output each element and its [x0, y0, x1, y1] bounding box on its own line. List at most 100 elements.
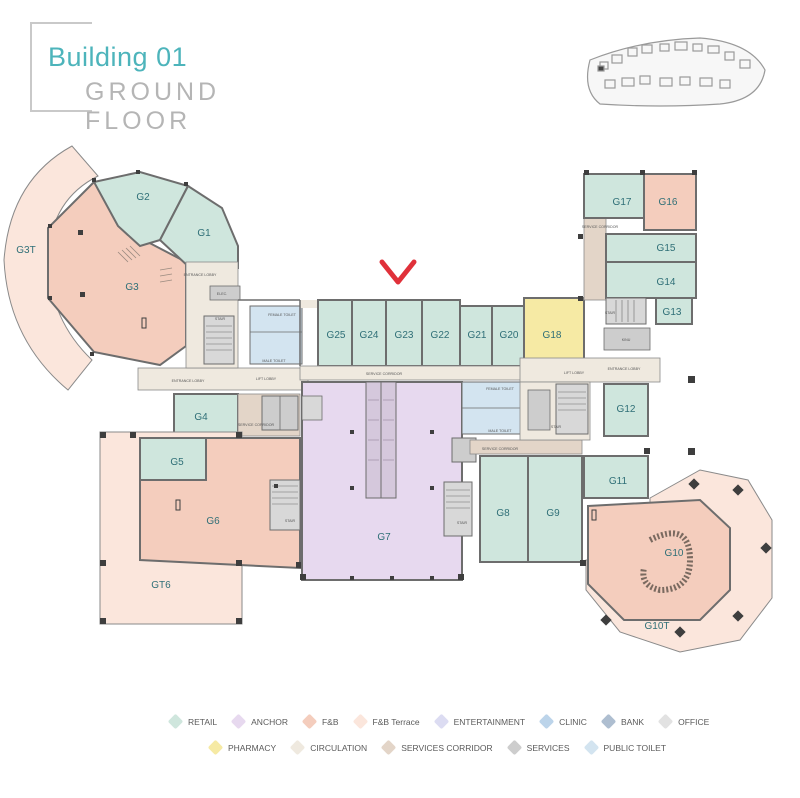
label-G23: G23 [395, 330, 414, 341]
label-G1: G1 [197, 228, 211, 239]
label-G2: G2 [136, 192, 150, 203]
label-G6: G6 [206, 516, 220, 527]
service-corridor-top-right [583, 209, 607, 301]
legend-swatch [352, 713, 368, 730]
entrance-lobby-left [137, 367, 309, 391]
label-G10: G10 [665, 548, 684, 559]
unit-G11 [583, 455, 649, 499]
site-key-plan-icon [587, 37, 766, 107]
legend-swatch [600, 713, 617, 730]
label-kinu: KINU [622, 338, 631, 342]
stair-right-core [555, 383, 589, 435]
legend-swatch [207, 739, 224, 756]
legend-item-services-corridor: SERVICES CORRIDOR [380, 739, 493, 756]
stair-g7 [443, 481, 473, 537]
unit-G16 [643, 173, 697, 231]
label-stair-5: STAIR [605, 311, 616, 315]
unit-G18 [523, 297, 585, 361]
legend-swatch [230, 713, 247, 730]
label-stair-2: STAIR [285, 519, 296, 523]
label-GT6: GT6 [151, 580, 171, 591]
label-elec: ELEC. [217, 292, 227, 296]
legend-item-office: OFFICE [657, 713, 709, 730]
label-male-toilet-left: MALE TOILET [262, 359, 286, 363]
label-service-corridor-main: SERVICE CORRIDOR [366, 372, 403, 376]
legend-swatch [301, 713, 318, 730]
legend-swatch [433, 713, 449, 730]
entrance-lobby-right-strip [519, 357, 661, 383]
label-G3T: G3T [16, 245, 35, 256]
label-G16: G16 [659, 197, 678, 208]
location-chevron-marker [379, 259, 417, 285]
legend-item-services: SERVICES [506, 739, 570, 756]
label-G11: G11 [609, 476, 628, 487]
floor-title: GROUND FLOOR [85, 78, 221, 135]
stair-g6 [269, 479, 301, 531]
legend-item-public-toilet: PUBLIC TOILET [583, 739, 666, 756]
g10-spiral-stair [640, 530, 694, 594]
label-G25: G25 [327, 330, 346, 341]
legend-swatch [289, 739, 306, 756]
label-G7: G7 [377, 532, 391, 543]
unit-G24 [351, 299, 387, 367]
legend-item-anchor: ANCHOR [230, 713, 288, 730]
unit-G5 [139, 437, 207, 481]
unit-G3 [47, 180, 187, 367]
toilets-left [249, 305, 303, 365]
label-service-corridor-left: SERVICE CORRIDOR [238, 423, 275, 427]
unit-G9 [527, 455, 583, 563]
label-G18: G18 [543, 330, 562, 341]
label-entrance-lobby-top: ENTRANCE LOBBY [184, 273, 217, 277]
label-stair-4: STAIR [551, 425, 562, 429]
legend-item-clinic: CLINIC [538, 713, 587, 730]
label-male-toilet-right: MALE TOILET [488, 429, 512, 433]
unit-G15 [605, 233, 697, 263]
label-G4: G4 [194, 412, 208, 423]
label-G20: G20 [500, 330, 519, 341]
stair-left-core [203, 315, 235, 365]
label-lift-lobby-left: LIFT LOBBY [256, 377, 277, 381]
label-G13: G13 [663, 307, 682, 318]
elec-room [209, 285, 241, 301]
unit-G13 [655, 297, 693, 325]
unit-G17 [583, 173, 645, 219]
legend-swatch [538, 713, 555, 730]
label-entrance-lobby-right: ENTRANCE LOBBY [608, 367, 641, 371]
legend-item-fnb: F&B [301, 713, 339, 730]
label-stair-3: STAIR [457, 521, 468, 525]
unit-G20 [491, 305, 525, 367]
unit-G14 [605, 261, 697, 299]
legend-swatch [657, 713, 674, 730]
stair-g13 [605, 297, 647, 325]
label-G3: G3 [125, 282, 139, 293]
unit-G12 [603, 383, 649, 437]
legend-row-1: RETAIL ANCHOR F&B F&B Terrace ENTERTAINM… [167, 713, 719, 730]
legend-swatch [506, 739, 522, 756]
label-female-toilet-left: FEMALE TOILET [268, 313, 297, 317]
unit-G25 [317, 299, 353, 367]
label-entrance-lobby-left: ENTRANCE LOBBY [172, 379, 205, 383]
legend-row-2: PHARMACY CIRCULATION SERVICES CORRIDOR S… [207, 739, 676, 756]
label-G22: G22 [431, 330, 450, 341]
unit-G8 [479, 455, 529, 563]
legend-swatch [167, 713, 184, 730]
label-G9: G9 [546, 508, 560, 519]
legend-item-circulation: CIRCULATION [289, 739, 367, 756]
title-block: Building 01 GROUND FLOOR [30, 22, 313, 135]
label-G10T: G10T [644, 621, 669, 632]
label-service-corridor-lower: SERVICE CORRIDOR [482, 447, 519, 451]
legend-swatch [380, 739, 397, 756]
legend-swatch [583, 739, 599, 756]
label-G8: G8 [496, 508, 510, 519]
legend-item-fnb-terrace: F&B Terrace [352, 713, 420, 730]
label-G12: G12 [617, 404, 636, 415]
label-female-toilet-right: FEMALE TOILET [486, 387, 515, 391]
title-bracket [30, 22, 92, 112]
legend-item-retail: RETAIL [167, 713, 217, 730]
label-G5: G5 [170, 457, 184, 468]
label-G24: G24 [360, 330, 379, 341]
unit-G21 [459, 305, 493, 367]
label-G17: G17 [613, 197, 632, 208]
label-stair-1: STAIR [215, 317, 226, 321]
